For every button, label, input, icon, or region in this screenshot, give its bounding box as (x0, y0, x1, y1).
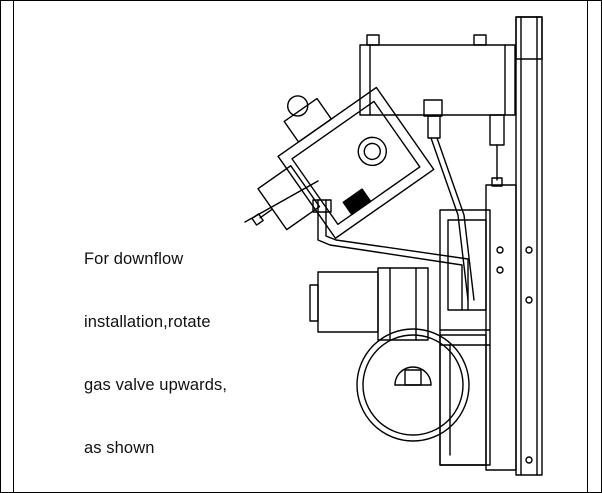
gas-valve-assembly (251, 86, 435, 239)
right-margin-rule (587, 0, 588, 493)
callout-line-3: gas valve upwards, (84, 376, 228, 394)
leader-line (244, 180, 319, 223)
top-manifold (359, 34, 516, 187)
callout-text: For downflow installation,rotate gas val… (84, 207, 227, 480)
flange-plate (439, 334, 487, 466)
callout-line-1: For downflow (84, 250, 184, 268)
callout-line-2: installation,rotate (84, 313, 211, 331)
cabinet-side-panel (515, 16, 543, 476)
heat-exchanger-box (439, 184, 517, 471)
left-margin-rule (13, 0, 14, 493)
inducer-motor (309, 267, 429, 341)
callout-line-4: as shown (84, 439, 155, 457)
gas-pipe (312, 199, 469, 311)
wire-connector (423, 99, 475, 301)
round-housing (356, 328, 470, 442)
